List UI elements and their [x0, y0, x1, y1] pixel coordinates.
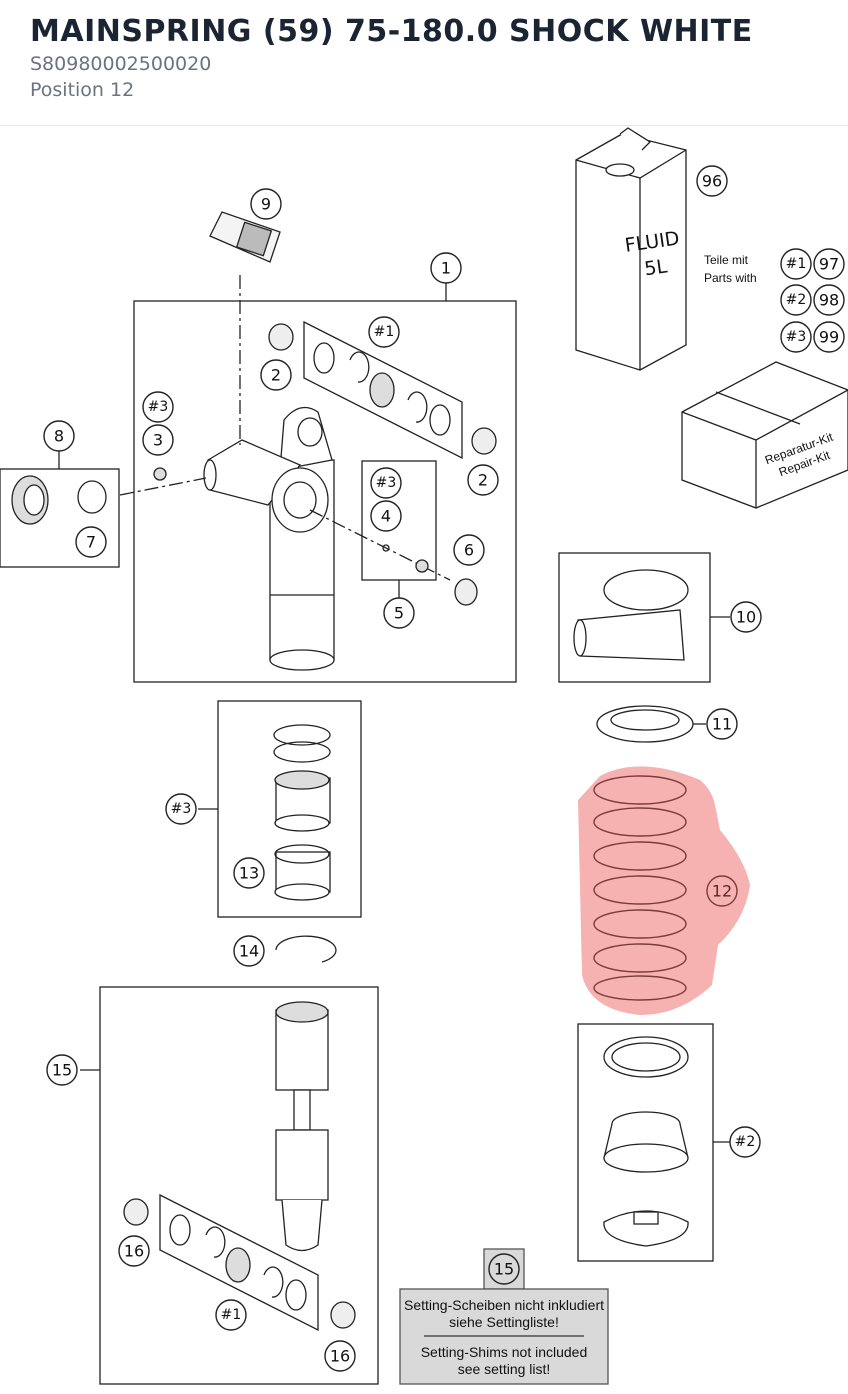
piston-rod-box — [80, 986, 379, 1385]
callout-13[interactable]: 13 — [239, 864, 259, 883]
callout-11[interactable]: 11 — [712, 715, 732, 734]
spring-seat — [596, 705, 706, 743]
shock-absorber-assembly — [119, 275, 517, 683]
callout-kit-3[interactable]: #3 — [376, 475, 397, 491]
callout-kit-2[interactable]: #2 — [786, 292, 807, 308]
setting-note-de-1: Setting-Scheiben nicht inkludiert — [404, 1297, 604, 1313]
callout-3[interactable]: 3 — [153, 431, 163, 450]
label-sticker — [209, 211, 281, 263]
fluid-volume-label: 5L — [643, 255, 669, 280]
callout-2[interactable]: 2 — [271, 366, 281, 385]
callout-9[interactable]: 9 — [261, 195, 271, 214]
page-header: MAINSPRING (59) 75-180.0 SHOCK WHITE S80… — [0, 0, 848, 126]
callout-kit-2[interactable]: #2 — [735, 1134, 756, 1150]
mainspring — [578, 766, 750, 1015]
callout-10[interactable]: 10 — [736, 608, 756, 627]
callout-kit-1[interactable]: #1 — [786, 256, 807, 272]
circlip — [275, 935, 337, 963]
spring-retainer-kit-box — [577, 1023, 730, 1262]
part-number: S80980002500020 — [30, 53, 212, 75]
callout-16[interactable]: 16 — [330, 1347, 350, 1366]
setting-note-en-2: see setting list! — [458, 1361, 551, 1377]
callout-kit-1[interactable]: #1 — [374, 324, 395, 340]
callout-16[interactable]: 16 — [124, 1242, 144, 1261]
callout-99[interactable]: 99 — [819, 328, 839, 347]
callout-5[interactable]: 5 — [394, 604, 404, 623]
adjuster-box — [0, 451, 120, 568]
exploded-parts-diagram: 1 2 2 3 4 5 6 7 8 9 10 11 12 13 14 15 15… — [0, 127, 848, 1390]
callout-4[interactable]: 4 — [381, 507, 391, 526]
callout-6[interactable]: 6 — [464, 541, 474, 560]
fluid-can — [575, 127, 687, 371]
setting-note-en-1: Setting-Shims not included — [421, 1344, 588, 1360]
callout-14[interactable]: 14 — [239, 942, 259, 961]
callout-kit-1[interactable]: #1 — [221, 1307, 242, 1323]
callout-97[interactable]: 97 — [819, 255, 839, 274]
callout-kit-3[interactable]: #3 — [171, 801, 192, 817]
parts-with-en: Parts with — [704, 271, 757, 285]
seal-head-box — [198, 700, 362, 918]
callout-kit-3[interactable]: #3 — [786, 329, 807, 345]
position-label: Position 12 — [30, 79, 135, 101]
callout-98[interactable]: 98 — [819, 291, 839, 310]
callout-7[interactable]: 7 — [86, 533, 96, 552]
reservoir-cap-box — [558, 552, 730, 683]
parts-with-de: Teile mit — [704, 253, 749, 267]
callout-2[interactable]: 2 — [478, 471, 488, 490]
callout-1[interactable]: 1 — [441, 259, 451, 278]
callout-8[interactable]: 8 — [54, 427, 64, 446]
setting-note-de-2: siehe Settingliste! — [449, 1314, 559, 1330]
callout-15[interactable]: 15 — [494, 1260, 514, 1279]
callout-12-selected[interactable]: 12 — [712, 882, 732, 901]
page-title: MAINSPRING (59) 75-180.0 SHOCK WHITE — [30, 14, 753, 49]
callout-15[interactable]: 15 — [52, 1061, 72, 1080]
callout-96[interactable]: 96 — [702, 172, 722, 191]
callout-kit-3[interactable]: #3 — [148, 399, 169, 415]
repair-kit-box — [681, 361, 848, 509]
